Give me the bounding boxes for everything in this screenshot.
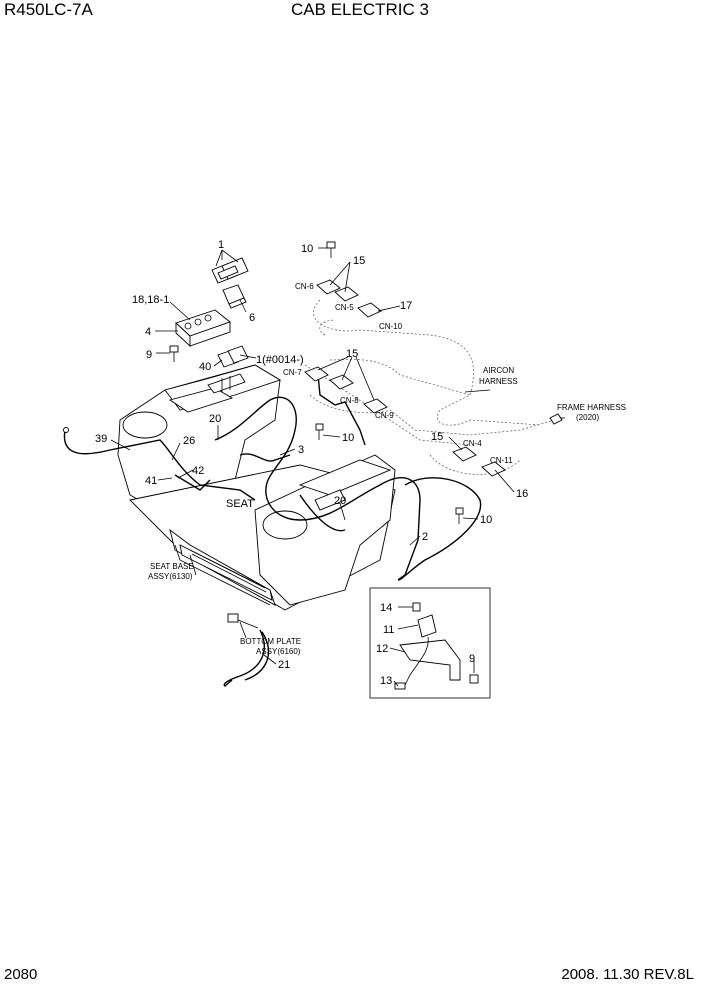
callout-10-mid: 10: [342, 432, 354, 444]
callout-labels: 1 18,18-1 6 4 9 40 1(#0014-) 20 26 39 42…: [95, 239, 528, 687]
page-number: 2080: [4, 966, 38, 983]
wire-39-end: [63, 427, 69, 433]
switch-40: [217, 345, 249, 368]
bracket-cn11: [481, 461, 506, 477]
bottom-plate-line2: ASSY(6160): [256, 647, 301, 656]
callout-18: 18,18-1: [132, 294, 169, 306]
callout-15-right: 15: [431, 431, 443, 443]
connector-cn4: CN-4: [463, 439, 482, 448]
callout-39: 39: [95, 433, 107, 445]
callout-42: 42: [192, 465, 204, 477]
callout-10-right: 10: [480, 514, 492, 526]
aircon-harness-line2: HARNESS: [479, 377, 518, 386]
leader-lines: [110, 247, 565, 687]
connector-cn6: CN-6: [295, 282, 314, 291]
callout-41: 41: [145, 475, 157, 487]
callout-15-mid: 15: [346, 348, 358, 360]
connector-cn9: CN-9: [375, 411, 394, 420]
seat-base-vent: [179, 544, 273, 601]
callout-6: 6: [249, 312, 255, 324]
seat-label: SEAT: [226, 498, 254, 510]
callout-40: 40: [199, 361, 211, 373]
seat-base-line1: SEAT BASE: [150, 562, 194, 571]
connector-cn8: CN-8: [340, 396, 359, 405]
switch-panel-4: [175, 309, 231, 348]
frame-harness-fitting: [549, 413, 563, 425]
callout-12: 12: [376, 643, 388, 655]
connector-cn7: CN-7: [283, 368, 302, 377]
callout-3: 3: [298, 444, 304, 456]
connector-cn11: CN-11: [490, 456, 513, 465]
callout-15-top: 15: [353, 255, 365, 267]
model-code: R450LC-7A: [4, 0, 93, 19]
callout-2: 2: [422, 531, 428, 543]
connector-cn10: CN-10: [379, 322, 403, 331]
callout-17: 17: [400, 300, 412, 312]
wire-harnesses: [63, 374, 482, 581]
callout-20-right: 20: [334, 495, 346, 507]
aircon-harness-line1: AIRCON: [483, 366, 514, 375]
callout-1-serial: 1(#0014-): [256, 354, 304, 366]
bolt-10-mid: [315, 423, 324, 440]
callout-11: 11: [383, 624, 394, 636]
bolt-10-top: [326, 241, 336, 258]
frame-harness-line1: FRAME HARNESS: [557, 403, 626, 412]
frame-harness-line2: (2020): [576, 413, 599, 422]
switch-6: [222, 284, 247, 309]
callout-14: 14: [380, 602, 392, 614]
callout-9-inset: 9: [469, 653, 475, 665]
revision-date: 2008. 11.30 REV.8L: [561, 966, 694, 983]
bracket-cn6: [316, 279, 341, 295]
switch-1: [211, 257, 249, 284]
callout-9-top: 9: [146, 349, 152, 361]
bracket-cn4: [452, 446, 477, 462]
bracket-cn8: [329, 374, 354, 390]
right-console: [254, 454, 396, 606]
bracket-cn9: [363, 398, 388, 414]
page-title: CAB ELECTRIC 3: [291, 0, 429, 19]
bracket-cn7: [304, 366, 329, 382]
bottom-plate-line1: BOTTOM PLATE: [240, 637, 301, 646]
seat-base-line2: ASSY(6130): [148, 572, 193, 581]
connector-cn5: CN-5: [335, 303, 354, 312]
callout-16: 16: [516, 488, 528, 500]
callout-20-left: 20: [209, 413, 221, 425]
bolt-10-right: [455, 507, 464, 524]
callout-26: 26: [183, 435, 195, 447]
callout-4: 4: [145, 326, 151, 338]
notes: AIRCON HARNESS FRAME HARNESS (2020) SEAT…: [148, 366, 626, 656]
callout-1: 1: [218, 239, 224, 251]
bolt-9-top: [169, 345, 179, 362]
bracket-cn5: [334, 286, 359, 302]
callout-21: 21: [278, 659, 290, 671]
callout-10-top: 10: [301, 243, 313, 255]
callout-13: 13: [380, 675, 392, 687]
bracket-cn10: [357, 302, 382, 318]
strap-21: [223, 613, 270, 687]
left-console: [117, 364, 282, 521]
connector-labels: CN-6 CN-5 CN-10 CN-7 CN-8 CN-9 CN-4 CN-1…: [283, 282, 513, 465]
